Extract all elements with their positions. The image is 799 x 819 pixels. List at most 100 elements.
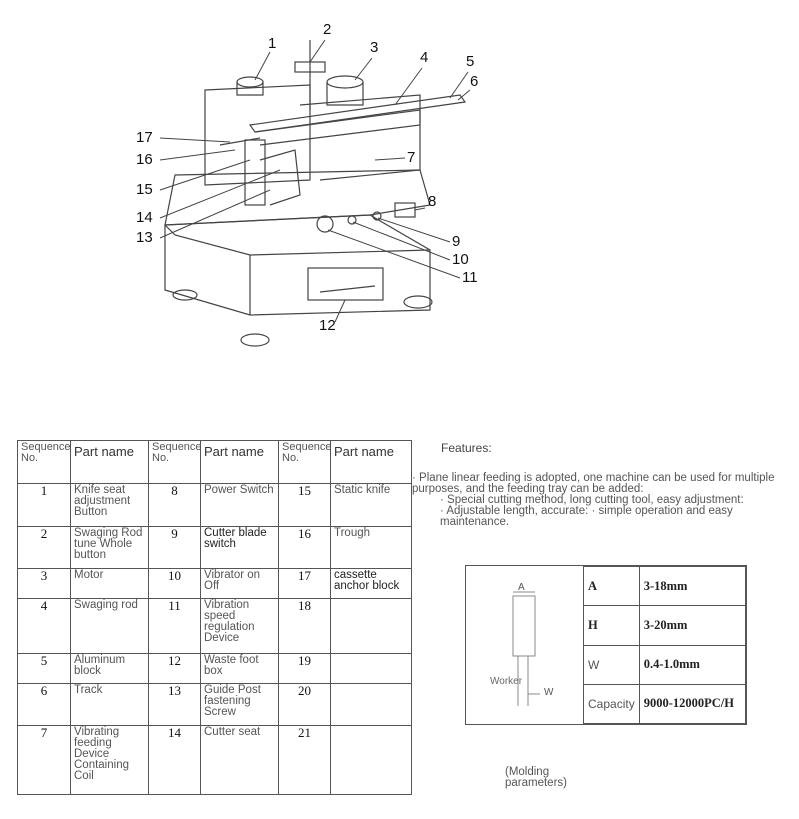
part-name-cell: Static knife <box>330 483 412 527</box>
seq-cell: 19 <box>278 653 331 684</box>
seq-cell: 17 <box>278 568 331 599</box>
seq-cell: 15 <box>278 483 331 527</box>
header-part: Part name <box>330 440 412 484</box>
seq-cell: 21 <box>278 725 331 795</box>
part-name-cell: Cutter seat <box>200 725 279 795</box>
figure-label-w: W <box>544 687 554 698</box>
part-name-cell: Swaging rod <box>70 597 149 655</box>
features-title: Features: <box>441 441 492 455</box>
features-list: · Plane linear feeding is adopted, one m… <box>412 472 794 528</box>
callout-label: 8 <box>428 193 436 210</box>
seq-cell: 3 <box>17 568 71 599</box>
seq-cell: 5 <box>17 653 71 684</box>
part-name-cell: Trough <box>330 525 412 570</box>
callout-label: 1 <box>268 35 276 52</box>
callout-label: 17 <box>136 129 153 146</box>
part-name-cell <box>330 682 412 727</box>
seq-cell: 12 <box>148 653 201 684</box>
part-name-cell: Swaging Rod tune Whole button <box>70 525 149 570</box>
callout-label: 2 <box>323 21 331 38</box>
param-value: 3-18mm <box>638 565 747 607</box>
seq-cell: 1 <box>17 483 71 527</box>
param-key: W <box>583 644 640 685</box>
seq-cell: 6 <box>17 682 71 727</box>
seq-cell: 2 <box>17 525 71 570</box>
part-name-cell: Waste foot box <box>200 653 279 684</box>
seq-cell: 9 <box>148 525 201 570</box>
seq-cell: 7 <box>17 725 71 795</box>
callout-label: 6 <box>470 73 478 90</box>
feature-item: · Plane linear feeding is adopted, one m… <box>412 472 775 495</box>
callout-label: 14 <box>136 209 153 226</box>
seq-cell: 14 <box>148 725 201 795</box>
workpiece-figure: A W Worker <box>466 566 584 724</box>
seq-cell: 10 <box>148 568 201 599</box>
seq-cell: 16 <box>278 525 331 570</box>
header-part: Part name <box>200 440 279 484</box>
param-value: 3-20mm <box>638 605 747 646</box>
part-name-cell: Guide Post fastening Screw <box>200 682 279 727</box>
figure-label-work: Worker <box>490 676 523 687</box>
part-name-cell: Track <box>70 682 149 727</box>
feature-item: · Adjustable length, accurate: · simple … <box>440 505 733 528</box>
callout-label: 5 <box>466 53 474 70</box>
part-name-cell <box>330 725 412 795</box>
feature-item: · Special cutting method, long cutting t… <box>440 494 744 506</box>
callout-label: 7 <box>407 149 415 166</box>
seq-cell: 20 <box>278 682 331 727</box>
part-name-cell: Cutter blade switch <box>200 525 279 570</box>
seq-cell: 8 <box>148 483 201 527</box>
figure-label-a: A <box>518 582 525 593</box>
parameters-caption: (Molding parameters) <box>505 766 567 789</box>
part-name-cell: Motor <box>70 568 149 599</box>
param-key: Capacity <box>583 683 640 725</box>
param-value: 9000-12000PC/H <box>638 683 747 725</box>
header-seq: Sequence No. <box>148 440 201 484</box>
callout-label: 15 <box>136 181 153 198</box>
part-name-cell: Vibrator on Off <box>200 568 279 599</box>
parts-table: Sequence No. Part name Sequence No. Part… <box>17 440 412 795</box>
part-name-cell <box>330 653 412 684</box>
header-part: Part name <box>70 440 149 484</box>
workpiece-diagram: A W Worker <box>490 582 554 706</box>
seq-cell: 13 <box>148 682 201 727</box>
seq-cell: 11 <box>148 597 201 655</box>
seq-cell: 18 <box>278 597 331 655</box>
param-key: H <box>583 605 640 646</box>
part-name-cell: Aluminum block <box>70 653 149 684</box>
table-header-row: Sequence No. Part name Sequence No. Part… <box>17 440 412 484</box>
callout-label: 3 <box>370 39 378 56</box>
callout-label: 16 <box>136 151 153 168</box>
callout-label: 10 <box>452 251 469 268</box>
part-name-cell: cassette anchor block <box>330 568 412 599</box>
callout-label: 13 <box>136 229 153 246</box>
callout-label: 12 <box>319 317 336 334</box>
header-seq: Sequence No. <box>17 440 71 484</box>
part-name-cell <box>330 597 412 655</box>
callout-label: 9 <box>452 233 460 250</box>
header-seq: Sequence No. <box>278 440 331 484</box>
part-name-cell: Power Switch <box>200 483 279 527</box>
part-name-cell: Vibration speed regulation Device <box>200 597 279 655</box>
param-key: A <box>583 565 640 607</box>
callout-label: 4 <box>420 49 428 66</box>
param-value: 0.4-1.0mm <box>638 644 747 685</box>
part-name-cell: Vibrating feeding Device Containing Coil <box>70 725 149 795</box>
part-name-cell: Knife seat adjustment Button <box>70 483 149 527</box>
callout-label: 11 <box>462 269 478 286</box>
seq-cell: 4 <box>17 597 71 655</box>
